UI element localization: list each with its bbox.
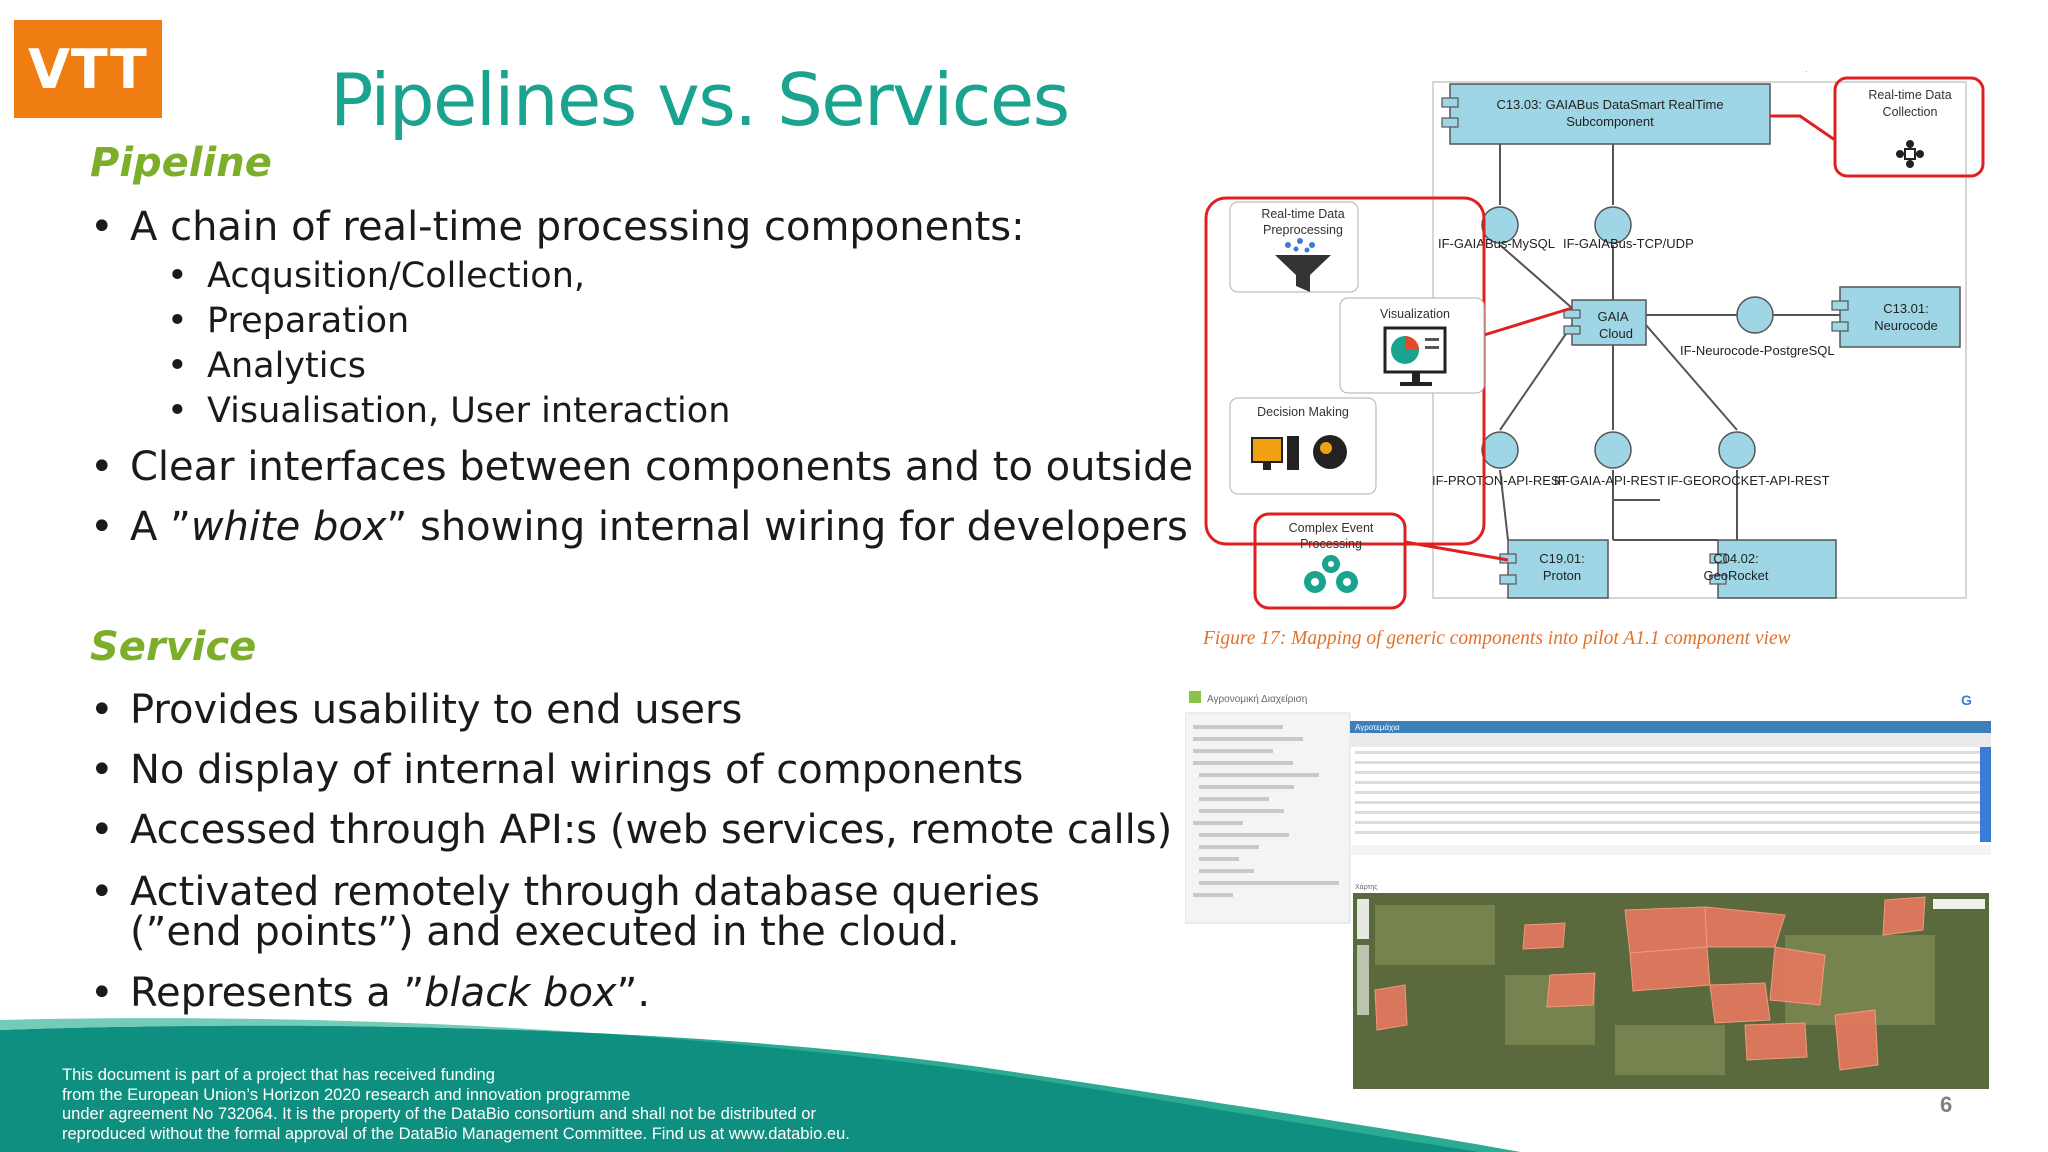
c1303-label-1: C13.03: GAIABus DataSmart RealTime	[1496, 97, 1723, 112]
c1301-label-2: Neurocode	[1874, 318, 1938, 333]
interface-gaia-api-label: IF-GAIA-API-REST	[1554, 473, 1665, 488]
footer-wave	[0, 1018, 1520, 1152]
pipeline-sub-bullet-list: Acqusition/Collection, Preparation Analy…	[167, 254, 730, 434]
preprocessing-box	[1229, 201, 1359, 293]
map-zoom-controls[interactable]	[1357, 899, 1369, 939]
interface-proton	[1481, 431, 1519, 469]
c0402-label-2: GeoRocket	[1703, 568, 1768, 583]
pipeline-bullet-list: A chain of real-time processing componen…	[90, 197, 1025, 257]
map-layer-select[interactable]	[1933, 899, 1985, 909]
slide-title: Pipelines vs. Services	[330, 58, 1070, 142]
figure-caption: Figure 17: Mapping of generic components…	[1203, 628, 1791, 649]
pipeline-heading: Pipeline	[90, 140, 272, 186]
interface-gaia-api	[1594, 431, 1632, 469]
component-diagram: C13.03: GAIABus DataSmart RealTime Subco…	[1204, 70, 1985, 610]
pipeline-bullet-whitebox: A ”white box” showing internal wiring fo…	[90, 497, 1193, 557]
sidebar-rows	[1193, 725, 1339, 897]
table-pager[interactable]	[1350, 845, 1991, 855]
preprocessing-label-1: Real-time Data	[1261, 207, 1344, 221]
interface-proton-label: IF-PROTON-API-REST	[1432, 473, 1568, 488]
footer-line: This document is part of a project that …	[62, 1066, 495, 1084]
sub-bullet: Preparation	[167, 299, 730, 344]
footer-line: from the European Union’s Horizon 2020 r…	[62, 1085, 631, 1104]
footer-disclaimer: This document is part of a project that …	[62, 1066, 850, 1144]
c1303-label-2: Subcomponent	[1566, 114, 1654, 129]
service-bullet-list-3: Represents a ”black box”.	[90, 963, 650, 1023]
c1901-label-2: Proton	[1543, 568, 1581, 583]
interface-postgres-label: IF-Neurocode-PostgreSQL	[1680, 343, 1835, 358]
c1901-label-1: C19.01:	[1539, 551, 1585, 566]
decision-label: Decision Making	[1257, 405, 1349, 419]
footer-line: under agreement No 732064. It is the pro…	[62, 1105, 816, 1123]
app-sidebar	[1185, 712, 1351, 924]
component-gaia-cloud	[1571, 299, 1647, 346]
field-parcels	[1374, 896, 1926, 1071]
component-c1303	[1449, 83, 1771, 145]
service-bullet: Accessed through API:s (web services, re…	[90, 800, 1172, 860]
cep-label-2: Processing	[1300, 537, 1362, 551]
interface-mysql	[1481, 206, 1519, 244]
app-window-title: Αγρονομική Διαχείριση	[1207, 693, 1307, 705]
funnel-icon	[1275, 238, 1331, 292]
dashboard-monitor-icon	[1383, 326, 1447, 386]
map-tools[interactable]	[1357, 945, 1369, 1015]
visualization-label: Visualization	[1380, 307, 1450, 321]
collection-label-1: Real-time Data	[1868, 88, 1951, 102]
page-number: 6	[1940, 1092, 1953, 1117]
map-label: Χάρτης	[1355, 883, 1378, 891]
service-bullet: Activated remotely through database quer…	[90, 872, 1140, 952]
table-header	[1350, 733, 1991, 747]
sub-bullet: Acqusition/Collection,	[167, 254, 730, 299]
service-bullet: Provides usability to end users	[90, 680, 1172, 740]
app-screenshot: Αγρονομική Διαχείριση G Αγροτεμάχια Χάρτ…	[1185, 685, 1991, 1093]
table-scrollbar[interactable]	[1980, 747, 1991, 842]
footer-line: reproduced without the formal approval o…	[62, 1124, 850, 1143]
service-heading: Service	[90, 624, 257, 670]
interface-mysql-label: IF-GAIABus-MySQL	[1438, 236, 1555, 251]
component-c0402	[1717, 539, 1837, 599]
service-bullet: No display of internal wirings of compon…	[90, 740, 1172, 800]
svg-text:.: .	[1805, 70, 1808, 75]
table-tab[interactable]: Αγροτεμάχια	[1355, 723, 1400, 732]
service-bullet-list-2: Activated remotely through database quer…	[90, 872, 1140, 952]
gaia-label-1: GAIA	[1597, 309, 1628, 324]
interface-tcp	[1594, 206, 1632, 244]
pipeline-bullet-list-2: Clear interfaces between components and …	[90, 437, 1193, 557]
gaia-label-2: Cloud	[1599, 326, 1633, 341]
connector-lines	[1499, 144, 1840, 541]
interface-georocket	[1718, 431, 1756, 469]
c1301-label-1: C13.01:	[1883, 301, 1929, 316]
network-icon	[1896, 140, 1924, 168]
interface-georocket-label: IF-GEOROCKET-API-REST	[1667, 473, 1830, 488]
app-logo-icon	[1189, 691, 1201, 703]
interface-circles	[1481, 206, 1774, 469]
cep-label-1: Complex Event	[1289, 521, 1374, 535]
sub-bullet: Visualisation, User interaction	[167, 389, 730, 434]
service-bullet-list: Provides usability to end users No displ…	[90, 680, 1172, 860]
interface-postgres	[1736, 296, 1774, 334]
sub-bullet: Analytics	[167, 344, 730, 389]
pipeline-bullet: A chain of real-time processing componen…	[90, 197, 1025, 257]
collection-label-2: Collection	[1883, 105, 1938, 119]
c0402-label-1: C04.02:	[1713, 551, 1759, 566]
pipeline-bullet: Clear interfaces between components and …	[90, 437, 1193, 497]
table-rows	[1355, 751, 1980, 834]
decision-making-icon	[1251, 435, 1347, 470]
table-tab-bar	[1350, 721, 1991, 733]
component-c1901	[1507, 539, 1609, 599]
google-icon: G	[1961, 692, 1972, 708]
service-bullet-blackbox: Represents a ”black box”.	[90, 963, 650, 1023]
preprocessing-label-2: Preprocessing	[1263, 223, 1343, 237]
gears-icon	[1304, 555, 1358, 593]
vtt-logo: VTT	[14, 20, 162, 118]
component-c1301	[1839, 286, 1961, 348]
interface-tcp-label: IF-GAIABus-TCP/UDP	[1563, 236, 1694, 251]
